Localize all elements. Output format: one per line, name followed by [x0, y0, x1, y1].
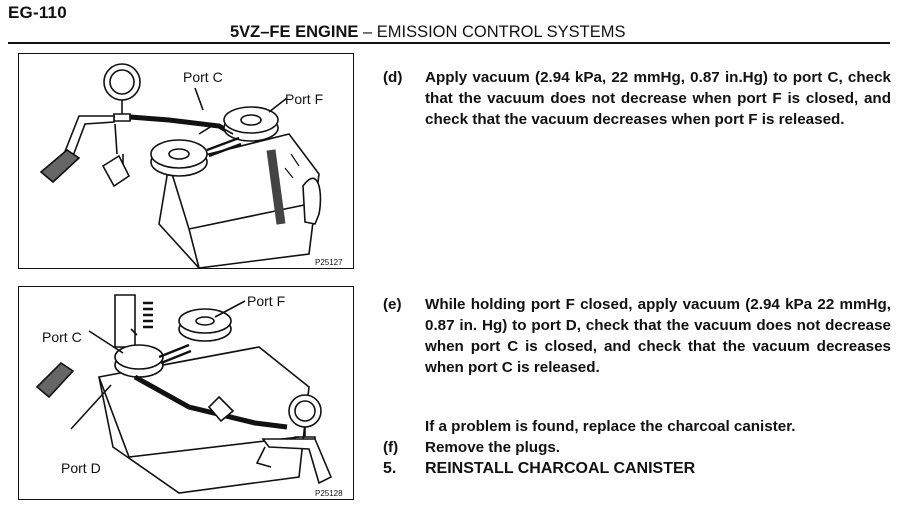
step-5-heading: 5. REINSTALL CHARCOAL CANISTER	[383, 458, 893, 482]
system-title: – EMISSION CONTROL SYSTEMS	[362, 23, 626, 41]
step-number: 5.	[383, 460, 397, 477]
step-f: (f) Remove the plugs.	[383, 437, 893, 458]
replace-note: If a problem is found, replace the charc…	[383, 416, 893, 437]
canister-port-d-illustration	[35, 294, 333, 494]
figure-port-c-vacuum: Port C Port F P25127	[18, 53, 354, 269]
label-port-c: Port C	[183, 69, 223, 85]
label-port-f: Port F	[247, 293, 286, 309]
step-mark: (f)	[383, 439, 399, 456]
step-text: While holding port F closed, apply vacuu…	[425, 296, 891, 376]
header-rule	[8, 42, 890, 44]
page-number: EG-110	[8, 3, 67, 22]
step-heading-text: REINSTALL CHARCOAL CANISTER	[425, 460, 696, 477]
step-text: Remove the plugs.	[425, 439, 561, 456]
canister-vacuum-gauge-illustration	[39, 63, 322, 268]
label-port-f: Port F	[285, 91, 324, 107]
figure-code: P25128	[315, 489, 343, 498]
figure-port-d-vacuum: Port F Port C Port D P25128	[18, 286, 354, 500]
engine-title: 5VZ–FE ENGINE	[230, 23, 359, 41]
label-port-c: Port C	[42, 329, 82, 345]
step-mark: (d)	[383, 69, 403, 86]
note-text: If a problem is found, replace the charc…	[425, 418, 796, 435]
step-mark: (e)	[383, 296, 402, 313]
step-e: (e) While holding port F closed, apply v…	[383, 294, 893, 400]
step-d: (d) Apply vacuum (2.94 kPa, 22 mmHg, 0.8…	[383, 67, 893, 151]
figure-code: P25127	[315, 258, 343, 267]
section-title: 5VZ–FE ENGINE – EMISSION CONTROL SYSTEMS	[230, 23, 626, 42]
step-text: Apply vacuum (2.94 kPa, 22 mmHg, 0.87 in…	[425, 69, 891, 128]
label-port-d: Port D	[61, 460, 101, 476]
